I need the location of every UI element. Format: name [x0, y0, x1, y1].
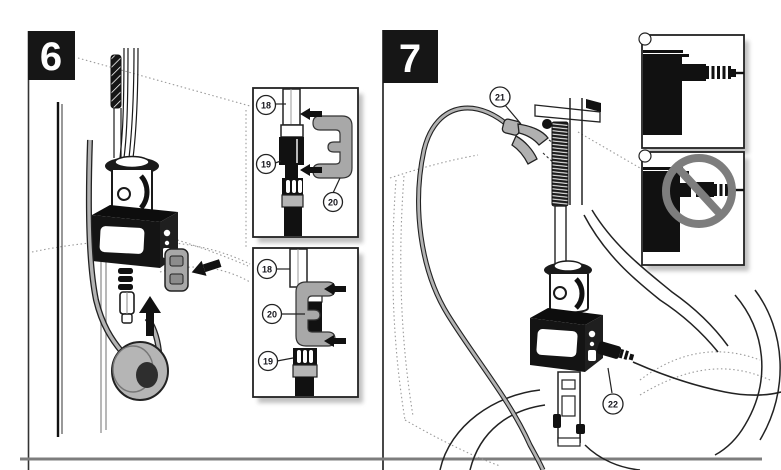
svg-text:21: 21 [495, 93, 505, 103]
callout-18: 18 [256, 258, 290, 280]
arrow-up-icon [139, 296, 161, 336]
svg-text:20: 20 [267, 310, 277, 320]
counter-deck [534, 99, 601, 129]
hose-connector [118, 268, 135, 324]
panel-step-7: 7 [383, 30, 781, 470]
cabinet-outline-dotted [389, 131, 771, 467]
threaded-shank [551, 121, 569, 267]
inset-connector-incorrect [638, 149, 749, 271]
svg-text:22: 22 [608, 400, 618, 410]
inset-clip-installed: 18 20 19 [252, 247, 363, 403]
callout-18: 18 [255, 94, 286, 116]
arrow-left-icon [300, 164, 322, 176]
arrow-left-icon [324, 283, 346, 295]
arrow-left-icon [324, 335, 346, 347]
mounting-ring [638, 32, 652, 46]
panel-step-6: 6 [28, 31, 363, 437]
ground-fork-terminal [501, 118, 549, 165]
svg-text:18: 18 [262, 265, 272, 275]
step-7-badge: 7 [383, 30, 438, 83]
step-6-box [28, 31, 75, 80]
swivel-joint [544, 260, 592, 314]
threaded-shank [110, 54, 122, 109]
callout-19: 19 [255, 153, 282, 175]
ground-wire [416, 105, 546, 470]
hose-stack [279, 88, 304, 236]
prohibited-icon [662, 154, 736, 228]
inset-clip-alignment: 18 19 20 [252, 87, 363, 243]
arrow-left-icon [191, 259, 222, 276]
supply-line [56, 102, 63, 437]
svg-text:19: 19 [261, 160, 271, 170]
clip-profile-installed [295, 281, 336, 347]
clip-profile [312, 115, 353, 179]
step-6-number: 6 [40, 35, 62, 79]
step-7-number: 7 [399, 37, 421, 81]
arrow-left-icon [300, 108, 322, 120]
power-cable [632, 361, 781, 396]
callout-19: 19 [257, 350, 294, 372]
plug-seated [682, 64, 744, 81]
callout-20: 20 [261, 303, 305, 325]
mounting-hole [542, 119, 553, 129]
step-7-box [383, 30, 438, 83]
retaining-clip [164, 248, 189, 292]
step-6-badge: 6 [28, 31, 75, 80]
mounting-ring [638, 149, 652, 163]
svg-text:20: 20 [328, 198, 338, 208]
control-box-label [99, 226, 145, 254]
power-connector [596, 341, 635, 361]
callout-22: 22 [602, 367, 624, 415]
svg-text:19: 19 [263, 357, 273, 367]
callout-20: 20 [322, 177, 344, 213]
hose-lines [100, 47, 139, 433]
inset-connector-correct [638, 32, 749, 154]
hose-weight [85, 139, 169, 401]
control-box [530, 308, 603, 372]
svg-text:18: 18 [261, 101, 271, 111]
adapter-body [643, 57, 682, 135]
callout-21: 21 [489, 86, 522, 125]
valve-assembly [553, 371, 585, 447]
control-box-label [536, 328, 578, 358]
